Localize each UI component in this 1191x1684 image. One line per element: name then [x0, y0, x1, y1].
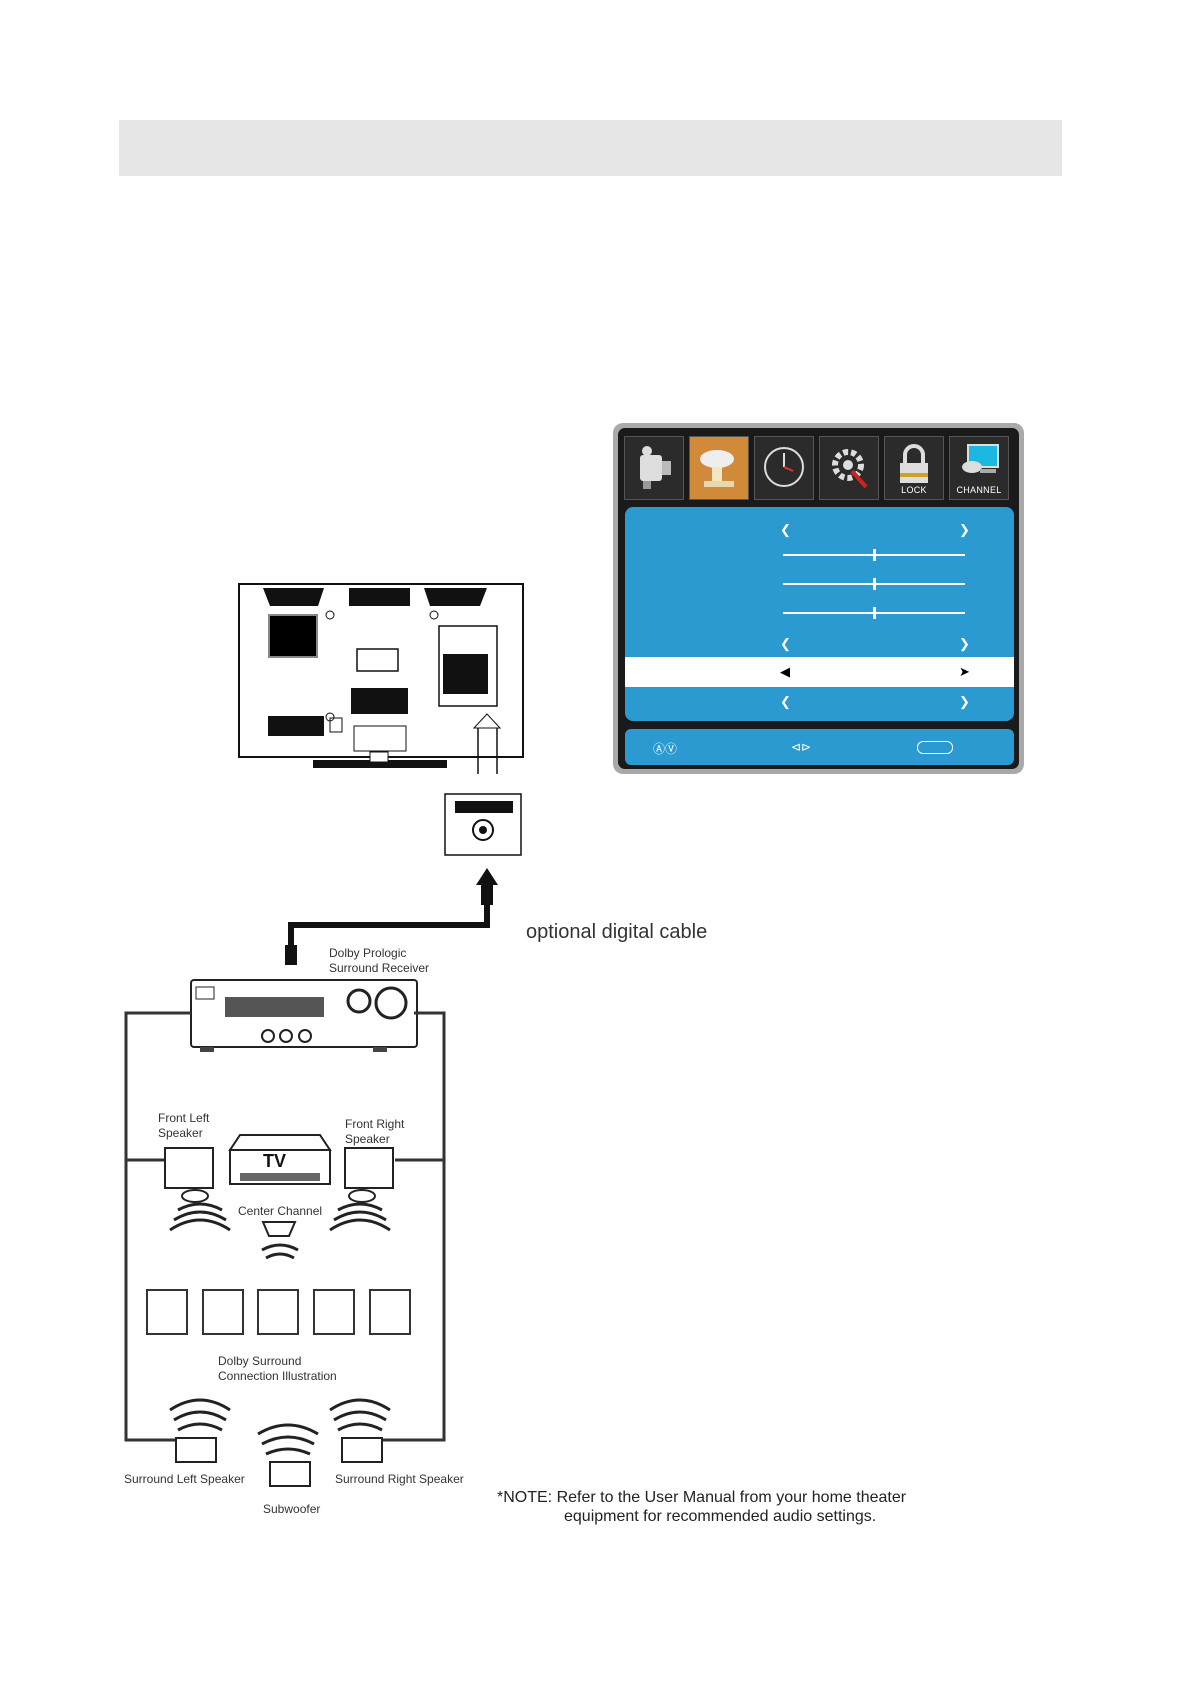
center-speaker [261, 1221, 299, 1260]
center-channel-label: Center Channel [238, 1204, 322, 1218]
video-camera-icon [640, 446, 671, 489]
tab-sound[interactable] [689, 436, 749, 500]
gear-icon [832, 449, 868, 489]
tv-text: TV [263, 1151, 286, 1171]
satellite-dish-icon [700, 450, 734, 487]
front-right-label-1: Front Right [345, 1117, 405, 1131]
listener-seats [146, 1289, 411, 1335]
arrow-right-icon[interactable]: ❯ [959, 522, 970, 537]
surround-right-label: Surround Right Speaker [335, 1472, 464, 1486]
left-right-hint-icon: ⊲⊳ [791, 740, 812, 754]
receiver-label-2: Surround Receiver [329, 961, 429, 975]
illustration-label-1: Dolby Surround [218, 1354, 301, 1368]
clock-icon [764, 447, 804, 487]
tab-time[interactable] [754, 436, 814, 500]
receiver-label-1: Dolby Prologic [329, 946, 406, 960]
slider-thumb[interactable] [873, 549, 876, 561]
menu-hint-bar: ⒶⓋ ⊲⊳ [625, 729, 1014, 765]
arrow-left-icon[interactable]: ❮ [780, 636, 791, 651]
note-line-1: *NOTE: Refer to the User Manual from you… [497, 1489, 907, 1506]
optical-port-callout [444, 793, 522, 856]
arrow-right-icon[interactable]: ❯ [959, 636, 970, 651]
monitor-icon [962, 444, 999, 473]
slider-track[interactable] [783, 549, 965, 561]
front-left-speaker [164, 1147, 231, 1232]
surround-left-label: Surround Left Speaker [124, 1472, 245, 1486]
front-right-label-2: Speaker [345, 1132, 390, 1146]
arrow-left-icon[interactable]: ❮ [780, 522, 791, 537]
tab-channel[interactable]: CHANNEL [949, 436, 1009, 500]
arrow-left-icon[interactable]: ◀ [780, 664, 790, 679]
note-line-2: equipment for recommended audio settings… [564, 1508, 876, 1525]
front-left-label-2: Speaker [158, 1126, 203, 1140]
menu-button-hint-icon [917, 741, 953, 754]
setting-slider-2[interactable] [625, 571, 1014, 597]
slider-thumb[interactable] [873, 578, 876, 590]
setting-row-1[interactable]: ❮ ❯ [625, 517, 1014, 543]
tab-setup[interactable] [819, 436, 879, 500]
arrow-left-icon[interactable]: ❮ [780, 694, 791, 709]
setting-slider-3[interactable] [625, 600, 1014, 626]
slider-thumb[interactable] [873, 607, 876, 619]
center-tv: TV [228, 1134, 332, 1185]
setting-row-5[interactable]: ❮ ❯ [625, 631, 1014, 657]
setting-slider-1[interactable] [625, 542, 1014, 568]
subwoofer-speaker [257, 1423, 319, 1487]
section-header-bar [119, 120, 1062, 176]
tv-audio-menu: LOCK CHANNEL ❮ ❯ ❮ ❯ ◀ [613, 423, 1024, 774]
front-right-speaker [329, 1147, 394, 1232]
receiver [190, 979, 418, 1052]
lock-icon [900, 444, 928, 483]
arrow-right-icon[interactable]: ❯ [959, 694, 970, 709]
surround-right-speaker [329, 1398, 391, 1463]
front-left-label-1: Front Left [158, 1111, 210, 1125]
subwoofer-label: Subwoofer [263, 1502, 320, 1516]
sound-settings-panel: ❮ ❯ ❮ ❯ ◀ ➤ ❮ ❯ [625, 507, 1014, 721]
setting-row-selected[interactable]: ◀ ➤ [625, 657, 1014, 687]
setting-row-7[interactable]: ❮ ❯ [625, 689, 1014, 715]
tab-lock[interactable]: LOCK [884, 436, 944, 500]
cable-label: optional digital cable [526, 921, 707, 943]
up-down-hint-icon: ⒶⓋ [653, 742, 678, 756]
illustration-label-2: Connection Illustration [218, 1369, 337, 1383]
slider-track[interactable] [783, 607, 965, 619]
tv-rear-panel [238, 583, 524, 768]
arrow-right-icon[interactable]: ➤ [959, 664, 970, 679]
tab-picture[interactable] [624, 436, 684, 500]
surround-left-speaker [169, 1398, 231, 1463]
slider-track[interactable] [783, 578, 965, 590]
